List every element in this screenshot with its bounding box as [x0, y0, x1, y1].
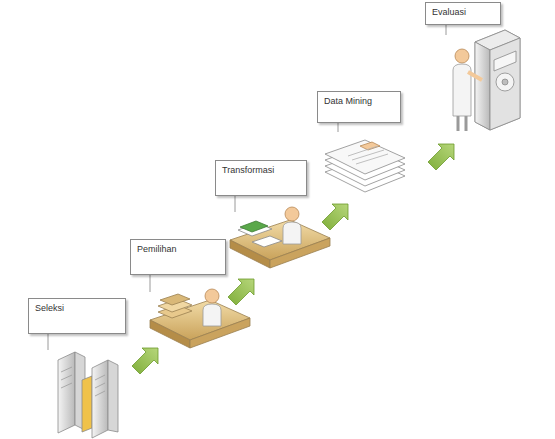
stage-box: Evaluasi [425, 2, 501, 25]
transform-label: Transformasi [222, 165, 300, 175]
selection-label: Seleksi [35, 303, 119, 313]
mining-label: Data Mining [324, 96, 394, 106]
choice-label: Pemilihan [137, 244, 219, 254]
stage-box: Seleksi [28, 298, 126, 334]
evaluation-label: Evaluasi [432, 7, 494, 17]
stage-box: Data Mining [317, 91, 401, 123]
stage-box: Transformasi [215, 160, 307, 196]
stage-box: Pemilihan [130, 239, 226, 275]
